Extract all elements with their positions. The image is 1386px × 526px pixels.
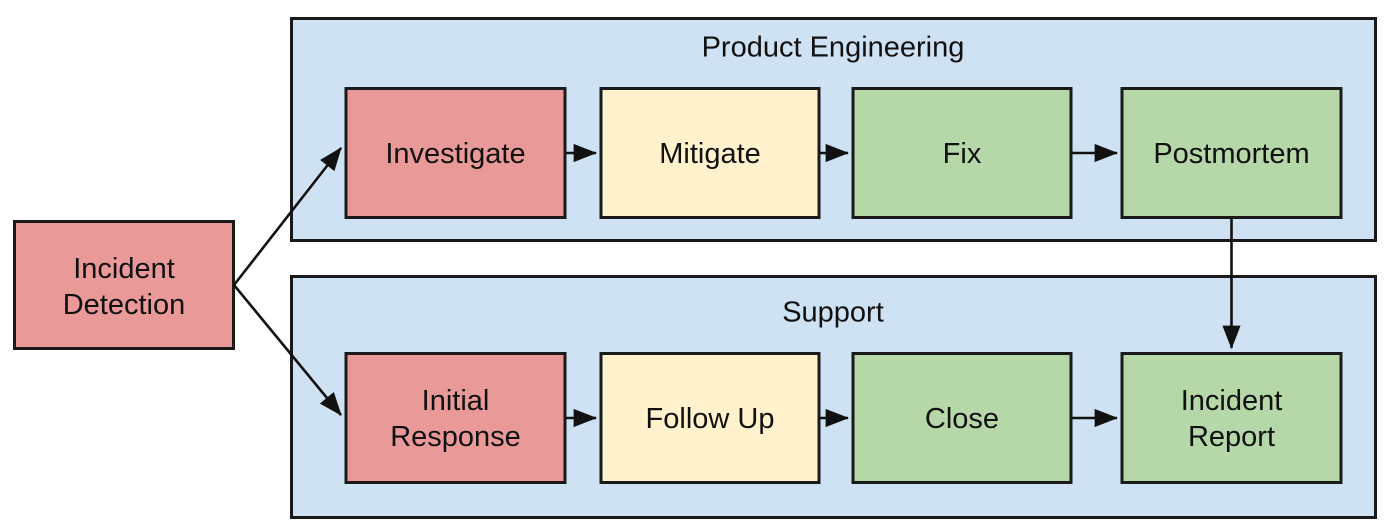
node-incident-report[interactable]: Incident Report — [1120, 352, 1343, 484]
node-fix-box — [851, 87, 1073, 219]
swimlane-support-title: Support — [782, 297, 884, 329]
node-incident-detection-label-line1: Incident — [73, 253, 175, 285]
node-investigate[interactable]: Investigate — [344, 87, 567, 219]
node-mitigate-label: Mitigate — [659, 138, 761, 170]
node-incident-detection-label-line2: Detection — [63, 289, 186, 321]
node-postmortem-box — [1120, 87, 1343, 219]
swimlane-product-engineering[interactable]: Product Engineering Investigate Mitigate… — [290, 17, 1377, 242]
node-follow-up-label: Follow Up — [646, 403, 775, 435]
swimlane-product-engineering-title: Product Engineering — [702, 32, 965, 64]
node-mitigate[interactable]: Mitigate — [599, 87, 821, 219]
node-investigate-box — [344, 87, 567, 219]
node-postmortem-label: Postmortem — [1153, 138, 1309, 170]
node-incident-report-box — [1120, 352, 1343, 484]
node-postmortem[interactable]: Postmortem — [1120, 87, 1343, 219]
node-initial-response-label-line1: Initial — [422, 385, 490, 417]
node-incident-detection-box — [13, 220, 235, 350]
node-follow-up-box — [599, 352, 821, 484]
node-fix-label: Fix — [943, 138, 982, 170]
node-initial-response-label-line2: Response — [390, 421, 521, 453]
node-close-box — [851, 352, 1073, 484]
node-close[interactable]: Close — [851, 352, 1073, 484]
node-close-label: Close — [925, 403, 999, 435]
node-initial-response-box — [344, 352, 567, 484]
node-follow-up[interactable]: Follow Up — [599, 352, 821, 484]
edge-detection-to-investigate — [232, 147, 343, 286]
node-incident-detection[interactable]: Incident Detection — [13, 220, 235, 350]
node-incident-report-label-line2: Report — [1188, 421, 1275, 453]
swimlane-support[interactable]: Support Initial Response Follow Up Close… — [290, 275, 1377, 519]
edge-detection-to-initial-response — [232, 284, 343, 416]
node-investigate-label: Investigate — [385, 138, 525, 170]
node-incident-report-label-line1: Incident — [1181, 385, 1283, 417]
node-mitigate-box — [599, 87, 821, 219]
node-fix[interactable]: Fix — [851, 87, 1073, 219]
node-initial-response[interactable]: Initial Response — [344, 352, 567, 484]
